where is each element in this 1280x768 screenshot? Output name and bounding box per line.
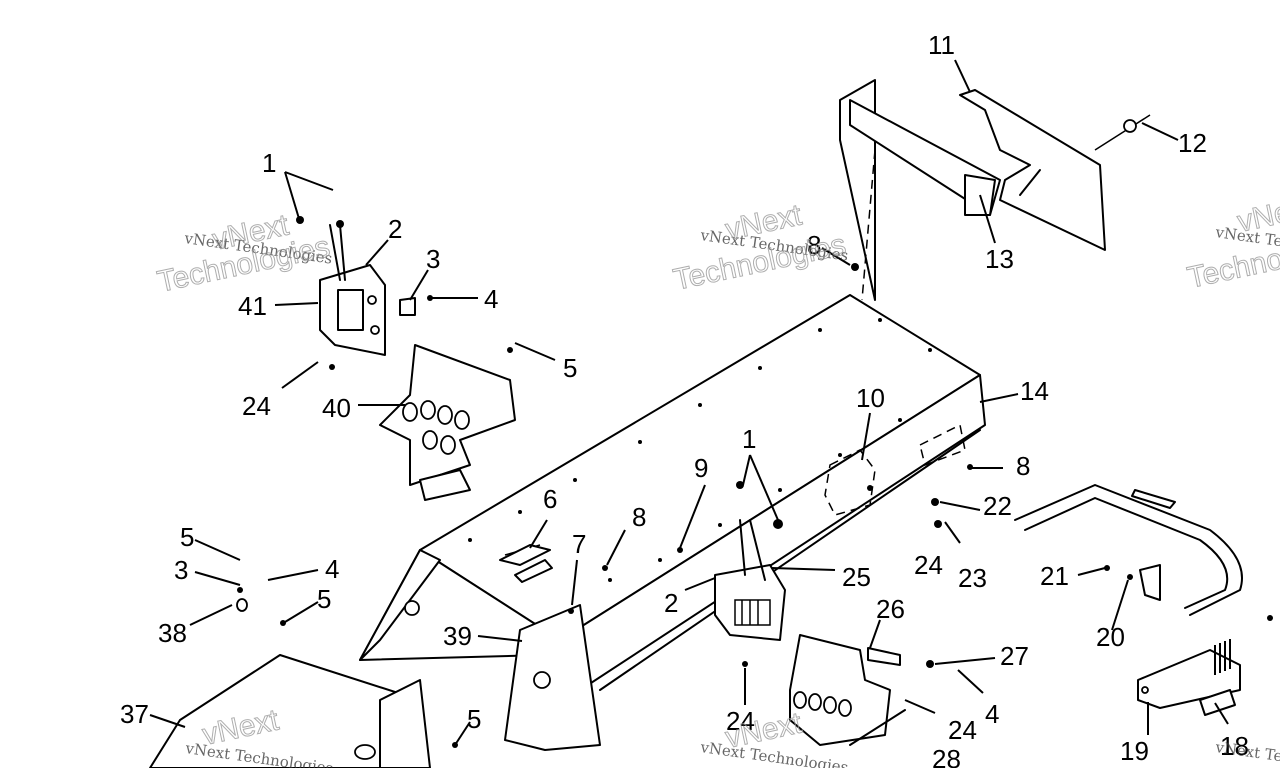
callout-2: 2 bbox=[664, 588, 678, 618]
callout-14: 14 bbox=[1020, 376, 1049, 406]
footrest-bracket-lower bbox=[789, 634, 934, 746]
callout-18: 18 bbox=[1220, 731, 1249, 761]
callout-41: 41 bbox=[238, 291, 267, 321]
footrest-bracket-upper bbox=[379, 344, 516, 501]
callout-8: 8 bbox=[1016, 451, 1030, 481]
watermark-bottom-right: vNext Technologies bbox=[1213, 738, 1280, 768]
callout-19: 19 bbox=[1120, 736, 1149, 766]
front-frame-section bbox=[149, 587, 431, 768]
watermark-center: vNext Technologies Technologies vNext bbox=[670, 198, 849, 297]
callout-5: 5 bbox=[317, 584, 331, 614]
callout-3: 3 bbox=[426, 244, 440, 274]
callout-13: 13 bbox=[985, 244, 1014, 274]
callout-38: 38 bbox=[158, 618, 187, 648]
callout-21: 21 bbox=[1040, 561, 1069, 591]
callout-4: 4 bbox=[325, 554, 339, 584]
leader-lines bbox=[149, 59, 1229, 746]
side-rail-bumper bbox=[1014, 484, 1243, 716]
callout-labels: 1 2 3 4 41 5 24 40 11 12 13 8 14 10 8 22… bbox=[120, 30, 1249, 768]
callout-5: 5 bbox=[180, 522, 194, 552]
callout-23: 23 bbox=[958, 563, 987, 593]
callout-6: 6 bbox=[543, 484, 557, 514]
callout-22: 22 bbox=[983, 491, 1012, 521]
callout-10: 10 bbox=[856, 383, 885, 413]
callout-4: 4 bbox=[985, 699, 999, 729]
steering-post-bracket bbox=[296, 216, 416, 356]
callout-1: 1 bbox=[262, 148, 276, 178]
callout-28: 28 bbox=[932, 744, 961, 768]
callout-25: 25 bbox=[842, 562, 871, 592]
callout-27: 27 bbox=[1000, 641, 1029, 671]
callout-5: 5 bbox=[563, 353, 577, 383]
center-steering-post bbox=[714, 481, 786, 641]
svg-text:vNext: vNext bbox=[1235, 190, 1280, 238]
callout-8: 8 bbox=[807, 230, 821, 260]
callout-8: 8 bbox=[632, 502, 646, 532]
callout-40: 40 bbox=[322, 393, 351, 423]
watermark-right: vNext Technologies Technologies vNext bbox=[1184, 190, 1280, 295]
callout-24: 24 bbox=[948, 715, 977, 745]
callout-11: 11 bbox=[928, 30, 955, 60]
svg-text:vNext Technologies: vNext Technologies bbox=[1213, 738, 1280, 768]
callout-12: 12 bbox=[1178, 128, 1207, 158]
chassis-tunnel bbox=[359, 294, 986, 751]
callout-39: 39 bbox=[443, 621, 472, 651]
callout-4: 4 bbox=[484, 284, 498, 314]
callout-9: 9 bbox=[694, 453, 708, 483]
callout-24: 24 bbox=[726, 706, 755, 736]
callout-24: 24 bbox=[242, 391, 271, 421]
callout-3: 3 bbox=[174, 555, 188, 585]
callout-24: 24 bbox=[914, 550, 943, 580]
watermark-left: vNext Technologies Technologies vNext bbox=[154, 208, 333, 299]
callout-37: 37 bbox=[120, 699, 149, 729]
callout-7: 7 bbox=[572, 529, 586, 559]
callout-5: 5 bbox=[467, 704, 481, 734]
callout-1: 1 bbox=[742, 424, 756, 454]
callout-26: 26 bbox=[876, 594, 905, 624]
callout-2: 2 bbox=[388, 214, 402, 244]
rear-flap-assembly bbox=[839, 79, 1151, 301]
callout-20: 20 bbox=[1096, 622, 1125, 652]
fasteners bbox=[329, 263, 1273, 748]
